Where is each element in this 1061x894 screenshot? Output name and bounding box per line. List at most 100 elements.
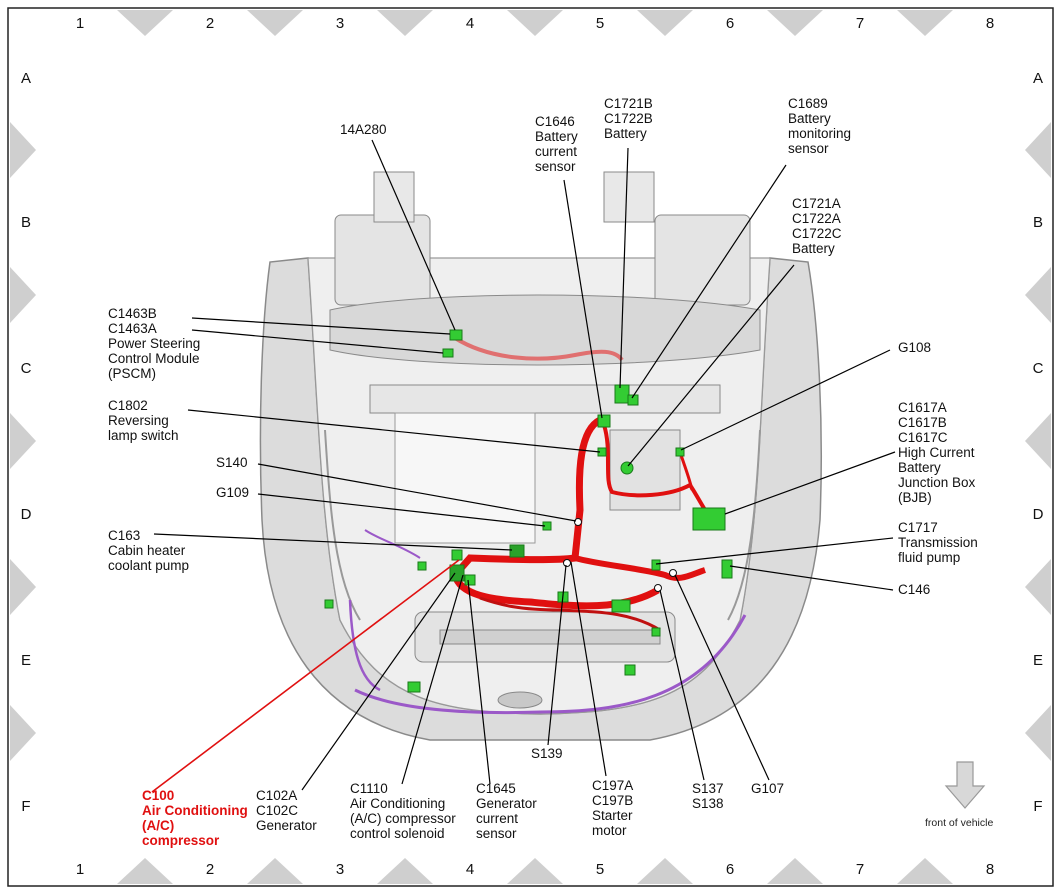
connector-purple-left [407,681,421,693]
crossmember [369,384,721,414]
label-line: Cabin heater [108,543,186,558]
grid-column-bottom: 8 [986,861,994,878]
label-line: Air Conditioning [142,803,248,818]
connector-generator [449,564,465,582]
label-line: C1722A [792,211,841,226]
grid-marker-bottom [117,858,173,884]
purple-harness-upper-left [364,529,421,559]
wiring-harnesses [348,336,747,715]
grid-marker-left [10,267,36,323]
label-line: High Current [898,445,975,460]
connector-c1463b [449,329,463,341]
grid-column-bottom: 3 [336,861,344,878]
pscm-harness [453,336,624,362]
label-line: compressor [142,833,220,848]
grid-marker-right [1025,267,1051,323]
connector-g108 [675,447,685,457]
connector-purple-far-left [324,599,334,609]
grid-column-top: 6 [726,15,734,32]
grid-marker-top [637,10,693,36]
grid-column-top: 2 [206,15,214,32]
main-harness [451,416,660,610]
grid-column-bottom: 5 [596,861,604,878]
connector-bjb [692,507,726,531]
front-harness [479,596,661,632]
purple-harness-left [348,599,381,692]
label-line: C102A [256,788,297,803]
grid-column-top: 1 [76,15,84,32]
label-line: Generator [476,796,537,811]
label-line: C1717 [898,520,938,535]
cowl-panel [329,294,761,366]
label-c146: C146 [898,582,930,597]
label-line: S137 [692,781,724,796]
connector-front-right [611,599,631,613]
label-line: C1617A [898,400,947,415]
grid-marker-top [507,10,563,36]
leader-lines [153,139,896,791]
engine-opening-left [394,412,536,544]
label-line: S138 [692,796,724,811]
label-line: C1617C [898,430,948,445]
grid-row-left: B [21,214,31,231]
grid-marker-bottom [507,858,563,884]
front-of-vehicle-label: front of vehicle [925,817,993,829]
connector-front-low [651,627,661,637]
label-line: sensor [476,826,517,841]
grid-marker-left [10,122,36,178]
label-line: C197A [592,778,633,793]
leader-c100 [151,559,460,793]
label-line: C163 [108,528,140,543]
label-line: Air Conditioning [350,796,445,811]
grid-marker-bottom [767,858,823,884]
label-line: Battery [535,129,578,144]
label-line: Power Steering [108,336,200,351]
front-of-vehicle-indicator: front of vehicle [925,761,993,829]
grid-row-right: D [1033,506,1044,523]
label-line: C1617B [898,415,947,430]
label-line: Battery [604,126,647,141]
right-rail [603,171,655,223]
grid-column-bottom: 7 [856,861,864,878]
grid-column-bottom: 2 [206,861,214,878]
grid-marker-top [377,10,433,36]
grid-column-top: 4 [466,15,474,32]
connector-purple-center [624,664,636,676]
grid-row-right: B [1033,214,1043,231]
connector-c163 [509,544,525,558]
grid-column-bottom: 4 [466,861,474,878]
label-g109: G109 [216,485,249,500]
label-s139: S139 [531,746,563,761]
connector-c1689 [627,394,639,406]
label-line: C1722B [604,111,653,126]
grid-column-top: 7 [856,15,864,32]
right-wheelhouse-edge [727,429,761,621]
grid-row-right: F [1033,798,1042,815]
label-line: sensor [535,159,576,174]
label-line: Reversing [108,413,169,428]
grid-column-bottom: 1 [76,861,84,878]
connector-c1463a [442,348,454,358]
grid-marker-right [1025,122,1051,178]
grid-marker-left [10,413,36,469]
label-line: C1645 [476,781,516,796]
label-line: coolant pump [108,558,189,573]
ground-g107 [669,569,677,577]
grid-marker-right [1025,559,1051,615]
label-line: current [476,811,518,826]
grid-markers [10,10,1051,884]
connector-c1645 [464,574,476,586]
